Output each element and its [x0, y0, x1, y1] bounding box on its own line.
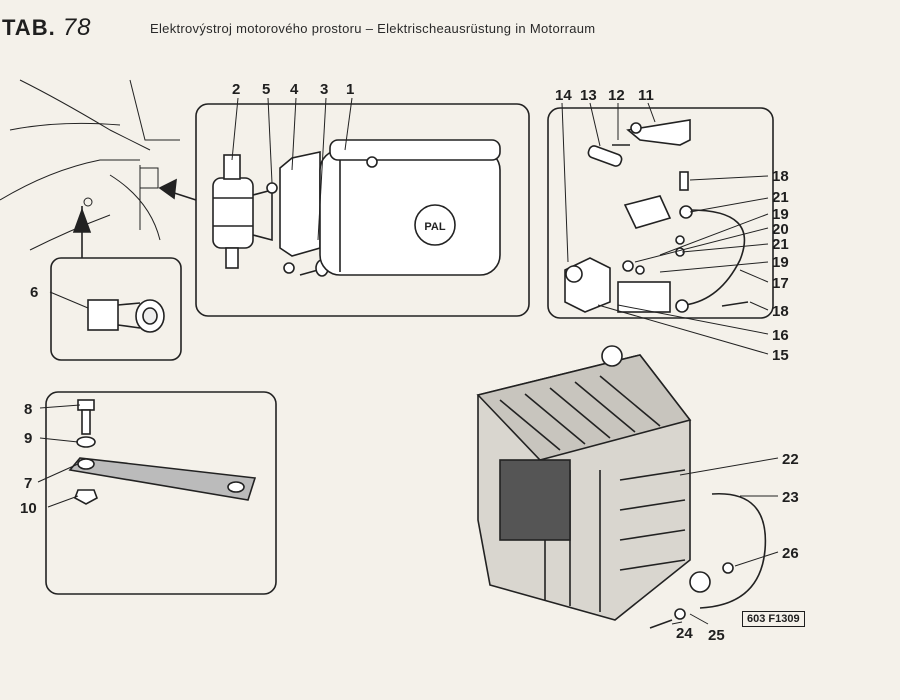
socket-part — [87, 299, 165, 333]
callout-15: 15 — [772, 347, 789, 364]
callout-17: 17 — [772, 275, 789, 292]
tab-number: 78 — [62, 14, 92, 41]
callout-3: 3 — [320, 81, 328, 98]
callout-14: 14 — [555, 87, 572, 104]
engine-bay-sketch — [0, 79, 180, 251]
leader-lines — [37, 97, 779, 625]
callout-21-bottom: 21 — [772, 236, 789, 253]
gasket-nut-part — [74, 489, 98, 505]
callout-5: 5 — [262, 81, 270, 98]
callout-24: 24 — [676, 625, 693, 642]
washer-part — [283, 262, 295, 274]
regulator-logo: PAL — [424, 221, 445, 233]
callout-8: 8 — [24, 401, 32, 418]
callout-22: 22 — [782, 451, 799, 468]
arrowhead-socket — [72, 207, 92, 233]
callout-18-bottom: 18 — [772, 303, 789, 320]
gasket-part — [68, 457, 257, 501]
callout-4: 4 — [290, 81, 299, 98]
finned-housing-part — [476, 345, 711, 621]
panel-gasket — [45, 391, 277, 595]
condenser-part — [212, 154, 273, 269]
callout-23: 23 — [782, 489, 799, 506]
callout-2: 2 — [232, 81, 240, 98]
callout-6: 6 — [30, 284, 38, 301]
callout-19-bottom: 19 — [772, 254, 789, 271]
callout-labels: 2 5 4 3 1 6 8 9 7 10 14 13 12 11 18 21 1… — [20, 81, 799, 644]
callout-7: 7 — [24, 475, 32, 492]
plate-part — [617, 281, 671, 313]
cover-part — [623, 195, 672, 229]
nut-part — [266, 182, 278, 194]
callout-16: 16 — [772, 327, 789, 344]
panel-connectors — [547, 107, 774, 319]
callout-19-top: 19 — [772, 206, 789, 223]
housing-bolt-part — [649, 608, 686, 629]
bracket-part — [626, 119, 691, 146]
tab-prefix: TAB. — [2, 15, 56, 40]
callout-25: 25 — [708, 627, 725, 644]
earth-cable-part — [699, 493, 767, 609]
gasket-washer-part — [76, 436, 96, 448]
page-header: TAB. 78 Elektrovýstroj motorového prosto… — [0, 14, 900, 44]
callout-26: 26 — [782, 545, 799, 562]
callout-18-top: 18 — [772, 168, 789, 185]
callout-11: 11 — [638, 87, 654, 104]
callout-12: 12 — [608, 87, 625, 104]
callout-10: 10 — [20, 500, 37, 517]
table-label: TAB. 78 — [2, 14, 92, 42]
regulator-part — [279, 139, 501, 276]
panel-coil-regulator — [195, 103, 530, 317]
callout-20: 20 — [772, 221, 789, 238]
terminal-block-part — [564, 257, 611, 313]
callout-1: 1 — [346, 81, 354, 98]
arrowhead-regulator — [158, 178, 177, 200]
bolt-part — [77, 399, 95, 435]
cable-part — [684, 209, 746, 306]
panel-socket — [50, 257, 182, 361]
drawing-number-stamp: 603 F1309 — [742, 611, 805, 627]
page-title: Elektrovýstroj motorového prostoru – Ele… — [150, 21, 596, 36]
callout-13: 13 — [580, 87, 597, 104]
callout-9: 9 — [24, 430, 32, 447]
callout-21-top: 21 — [772, 189, 789, 206]
fuse-part — [587, 145, 623, 167]
small-screw-part — [679, 171, 749, 307]
